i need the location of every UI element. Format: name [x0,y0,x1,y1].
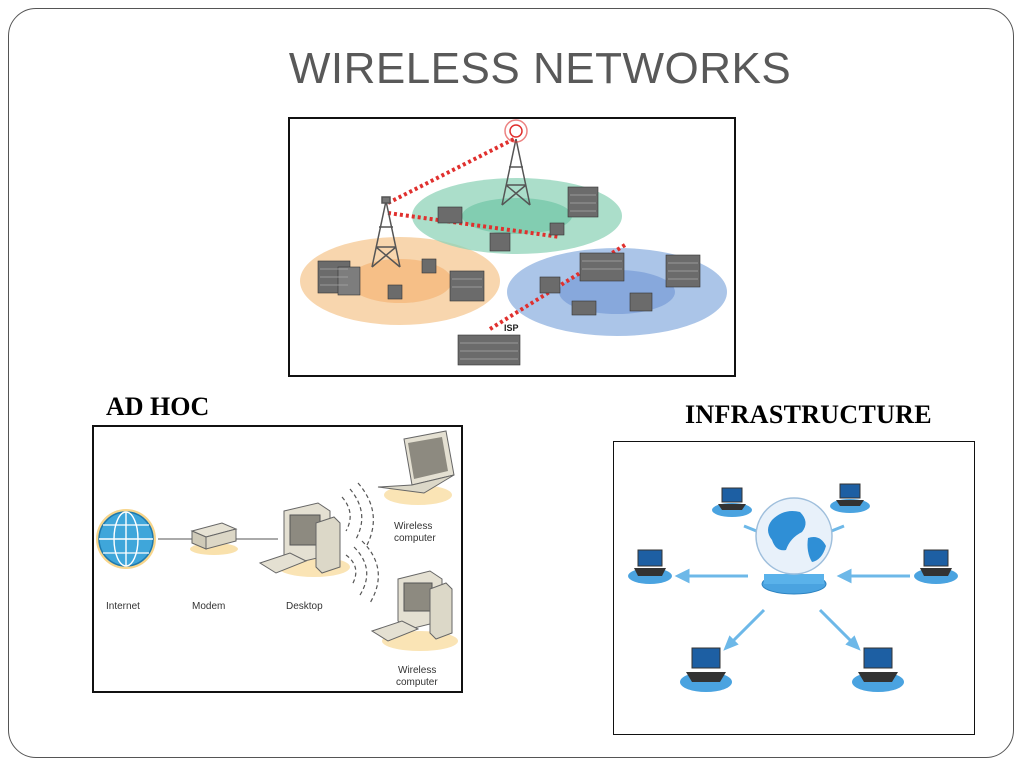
modem-label: Modem [192,601,225,612]
wireless-computer-label-2a: Wireless [398,665,436,676]
building-icon [337,266,361,296]
building-icon [539,276,561,294]
transmission-tower-icon [371,196,401,268]
infrastructure-network-diagram [613,441,975,735]
internet-globe-icon [96,509,156,569]
building-icon [437,206,463,224]
adhoc-network-diagram: Internet Modem Desktop Wireless computer… [92,425,463,693]
building-icon [579,252,625,282]
isp-label: ISP [504,323,519,333]
laptop-icon [680,647,732,692]
infrastructure-illustration [628,483,958,692]
desktop-computer-icon [258,502,350,577]
building-icon [449,270,485,302]
infrastructure-label: INFRASTRUCTURE [685,400,932,429]
wireless-computer-label-1b: computer [394,533,436,544]
building-icon [571,300,597,316]
wireless-desktop-icon [370,570,458,651]
laptop-icon [914,549,958,584]
laptop-icon [830,483,870,513]
adhoc-illustration: Internet Modem Desktop Wireless computer… [96,430,458,688]
laptop-icon [628,549,672,584]
building-icon [421,258,437,274]
wireless-network-illustration: ISP [300,119,727,366]
building-icon [549,222,565,236]
wireless-network-diagram: ISP [288,117,736,377]
wireless-computer-label-2b: computer [396,677,438,688]
slide-title: WIRELESS NETWORKS [288,44,792,93]
building-icon [629,292,653,312]
laptop-icon [852,647,904,692]
adhoc-label: AD HOC [106,392,210,421]
internet-label: Internet [106,601,140,612]
building-icon [567,186,599,218]
client-laptop-icons [628,483,958,692]
globe-server-icon [755,497,833,595]
modem-icon [190,522,238,555]
isp-building-icon [457,334,521,366]
wireless-computer-label-1a: Wireless [394,521,432,532]
laptop-icon [712,487,752,517]
transmission-tower-icon [501,119,531,206]
building-icon [489,232,511,252]
wireless-signal-icon [341,482,379,604]
signal-beam [387,211,561,239]
building-icon [387,284,403,300]
connection-arrows [674,524,910,651]
laptop-icon [377,430,455,505]
desktop-label: Desktop [286,601,323,612]
